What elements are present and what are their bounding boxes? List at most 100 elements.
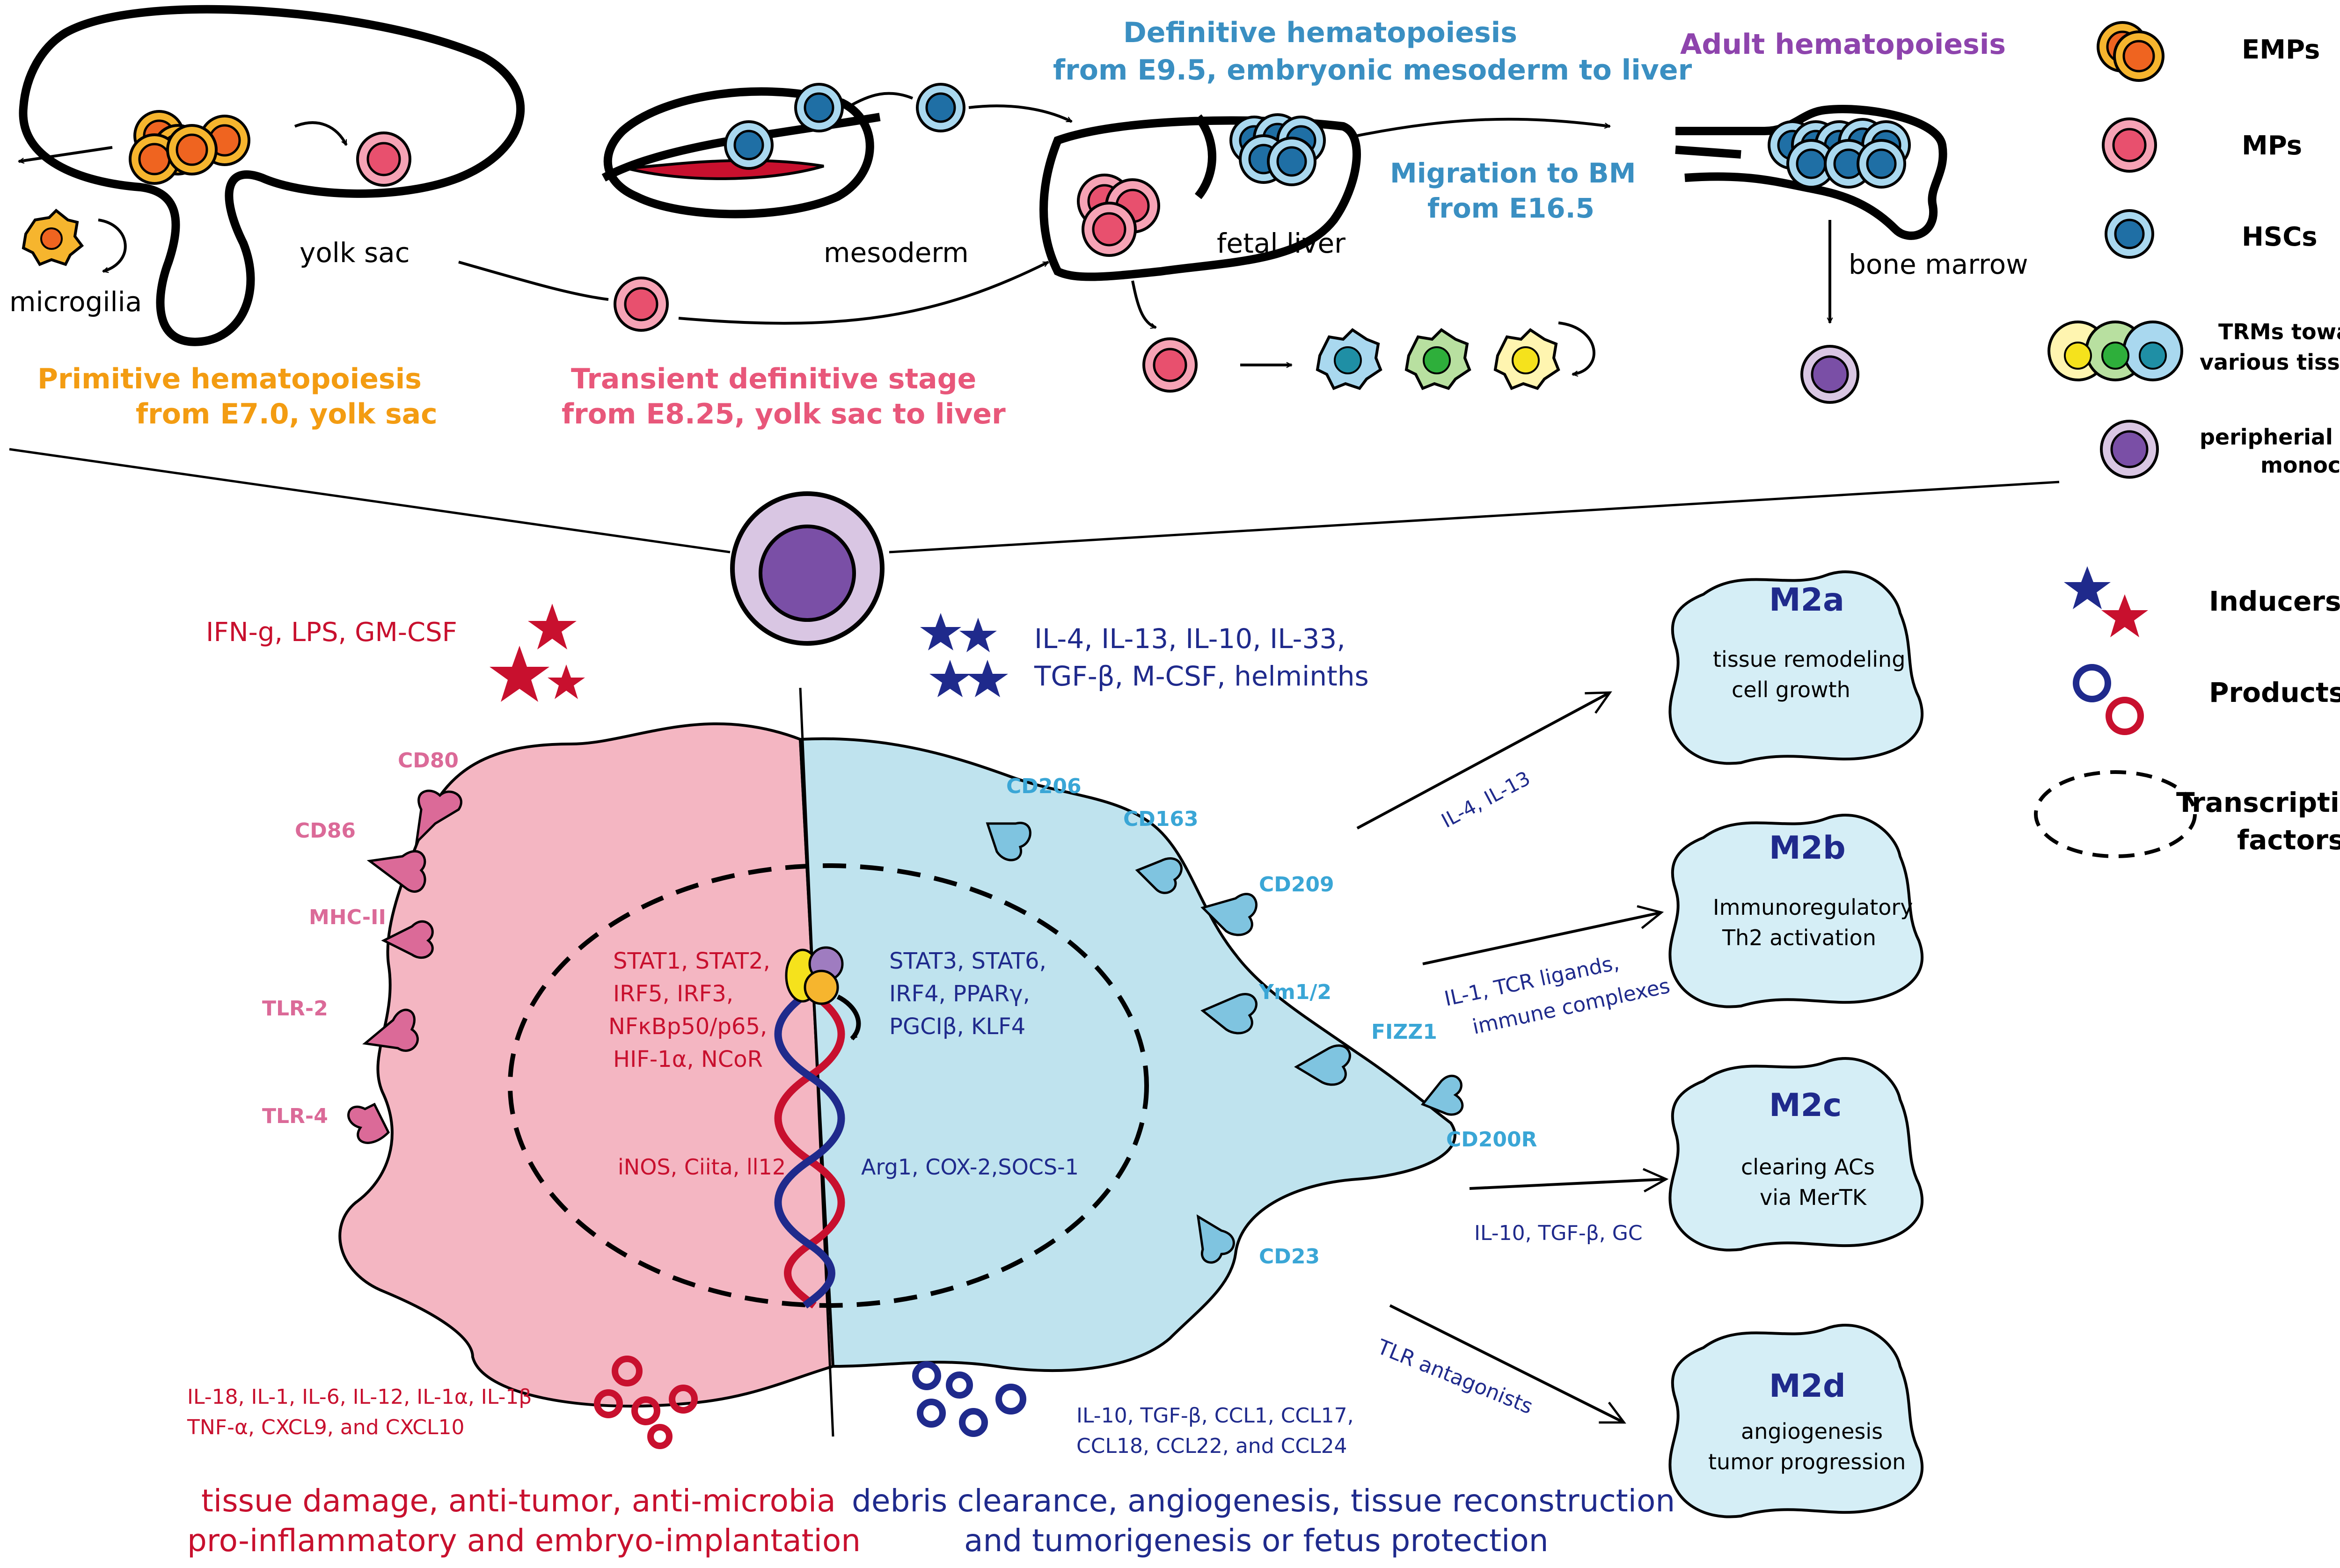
mesoderm-red-streak	[627, 159, 824, 180]
m2d-title: M2d	[1769, 1368, 1846, 1405]
legend-products: Products	[2073, 664, 2340, 735]
adult-label: Adult hematopoiesis	[1680, 28, 2006, 61]
svg-text:Inducers: Inducers	[2209, 585, 2340, 617]
m1-receptors	[347, 789, 462, 1144]
mesoderm-label: mesoderm	[824, 237, 969, 269]
m1-inducer-stars	[490, 604, 585, 702]
primitive-hematopoiesis-stage: microgilia yolk sac Primitive hematopoie…	[9, 5, 525, 430]
blue-star-icon	[929, 660, 971, 697]
transcription-arrow	[836, 994, 861, 1041]
yolk-sac-outline	[19, 5, 525, 346]
legend-monocytes: peripherial blood monocytes	[2101, 421, 2340, 478]
m1-function-line1: tissue damage, anti-tumor, anti-microbia	[201, 1483, 836, 1519]
m1-receptor-labels: CD80 CD86 MHC-II TLR-2 TLR-4	[262, 749, 459, 1128]
m2c-line1: clearing ACs	[1741, 1154, 1875, 1180]
migration-label-line1: Migration to BM	[1390, 157, 1636, 189]
m2-products-line2: CCL18, CCL22, and CCL24	[1076, 1434, 1347, 1458]
m2-product-rings	[912, 1361, 1026, 1437]
definitive-label-line2: from E9.5, embryonic mesoderm to liver	[1053, 54, 1692, 87]
to-microglia-arrow	[19, 146, 113, 161]
central-monocyte	[730, 491, 885, 646]
m2d-stimulus: TLR antagonists	[1374, 1335, 1536, 1419]
cd209-receptor	[1200, 893, 1258, 936]
m1-products-line1: IL-18, IL-1, IL-6, IL-12, IL-1α, IL-1β	[187, 1385, 532, 1409]
microglia-self-renew-arrow	[98, 219, 127, 271]
svg-text:monocytes: monocytes	[2260, 452, 2340, 478]
bone-marrow-label: bone marrow	[1849, 248, 2028, 280]
yolk-to-mp-arrow	[458, 261, 609, 301]
m2-products-line1: IL-10, TGF-β, CCL1, CCL17,	[1076, 1404, 1354, 1428]
emp-cluster	[130, 111, 249, 183]
m2c-line2: via MerTK	[1760, 1185, 1867, 1210]
liver-to-bm-arrow	[1357, 117, 1610, 137]
red-ring-icon	[669, 1385, 698, 1414]
cd163-label: CD163	[1123, 807, 1199, 831]
blue-star-icon	[920, 613, 961, 650]
cd200r-receptor	[1420, 1074, 1464, 1116]
m2-inducers-line2: TGF-β, M-CSF, helminths	[1034, 660, 1369, 692]
tlr-4-label: TLR-4	[262, 1104, 328, 1128]
legend-transcriptional-factors: Transcriptional factors	[2034, 770, 2340, 858]
monocyte-right-line	[889, 481, 2060, 554]
blue-ring-icon	[959, 1408, 988, 1437]
fizz1-receptor	[1294, 1044, 1351, 1086]
blue-star-icon	[967, 660, 1008, 697]
cd86-label: CD86	[295, 819, 356, 843]
svg-text:EMPs: EMPs	[2242, 35, 2320, 65]
trm-row	[1316, 328, 1560, 390]
svg-text:Transcriptional: Transcriptional	[2176, 787, 2340, 818]
red-star-icon	[2101, 594, 2148, 637]
red-ring-icon	[612, 1356, 643, 1386]
m1-transcription-factors: STAT1, STAT2, IRF5, IRF3, NFκBp50/p65, H…	[608, 948, 770, 1072]
blue-ring-icon	[995, 1384, 1026, 1415]
m2-inducers-line1: IL-4, IL-13, IL-10, IL-33,	[1034, 623, 1346, 655]
tlr-2-label: TLR-2	[262, 997, 328, 1021]
m2a-line2: cell growth	[1732, 677, 1850, 702]
svg-text:HIF-1α, NCoR: HIF-1α, NCoR	[613, 1046, 763, 1072]
m2b-subtype: M2b Immunoregulatory Th2 activation	[1668, 813, 1923, 1008]
m2a-line1: tissue remodeling	[1713, 647, 1905, 672]
m2-genes: Arg1, COX-2,SOCS-1	[861, 1154, 1079, 1180]
m2d-subtype: M2d angiogenesis tumor progression	[1668, 1323, 1923, 1518]
arrow-to-m2b	[1422, 905, 1664, 965]
mesoderm-hsc-2	[796, 84, 842, 131]
red-star-icon	[548, 664, 585, 699]
m1-genes: iNOS, Ciita, ll12	[618, 1154, 786, 1180]
m2d-line1: angiogenesis	[1741, 1419, 1883, 1444]
blue-star-icon	[959, 618, 997, 652]
legend-emps: EMPs	[2098, 22, 2320, 80]
tlr-2-receptor	[362, 1008, 419, 1052]
cd206-label: CD206	[1006, 774, 1082, 798]
red-ring-icon	[594, 1389, 623, 1418]
primitive-label-line1: Primitive hematopoiesis	[37, 363, 422, 395]
yolk-sac-mp-cell	[358, 133, 410, 185]
trm-self-renew-arrow	[1558, 321, 1595, 374]
blue-star-icon	[2064, 566, 2111, 609]
transcription-complex	[785, 946, 861, 1041]
monocyte-left-line	[9, 448, 731, 554]
m1-product-rings	[594, 1356, 698, 1449]
mhc-ii-label: MHC-II	[309, 905, 386, 929]
fetal-liver-label: fetal liver	[1217, 227, 1346, 259]
cd86-receptor	[366, 850, 426, 893]
bm-monocyte	[1802, 346, 1858, 402]
m2d-line2: tumor progression	[1708, 1449, 1906, 1474]
transient-definitive-stage: mesoderm Transient definitive stage from…	[458, 84, 1072, 430]
nucleus-dashed-ellipse	[508, 863, 1149, 1308]
liver-to-mp-arrow	[1131, 280, 1156, 329]
ym12-label: Ym1/2	[1258, 980, 1331, 1004]
m2c-title: M2c	[1769, 1087, 1842, 1124]
transient-label-line2: from E8.25, yolk sac to liver	[562, 398, 1006, 430]
m2-receptors	[986, 822, 1464, 1264]
svg-text:HSCs: HSCs	[2242, 222, 2318, 252]
yolk-sac-label: yolk sac	[300, 237, 410, 269]
svg-text:Products: Products	[2209, 677, 2340, 708]
m1-macrophage-body	[338, 722, 835, 1408]
transient-label-line1: Transient definitive stage	[571, 363, 976, 395]
mesoderm-hsc-3	[917, 84, 964, 131]
arrow-to-m2d	[1389, 1304, 1626, 1424]
yolk-sac-curved-arrow	[294, 121, 348, 145]
m2b-line1: Immunoregulatory	[1713, 895, 1913, 920]
svg-text:TRMs towards: TRMs towards	[2218, 319, 2340, 344]
mp-to-liver-arrow	[678, 261, 1048, 325]
